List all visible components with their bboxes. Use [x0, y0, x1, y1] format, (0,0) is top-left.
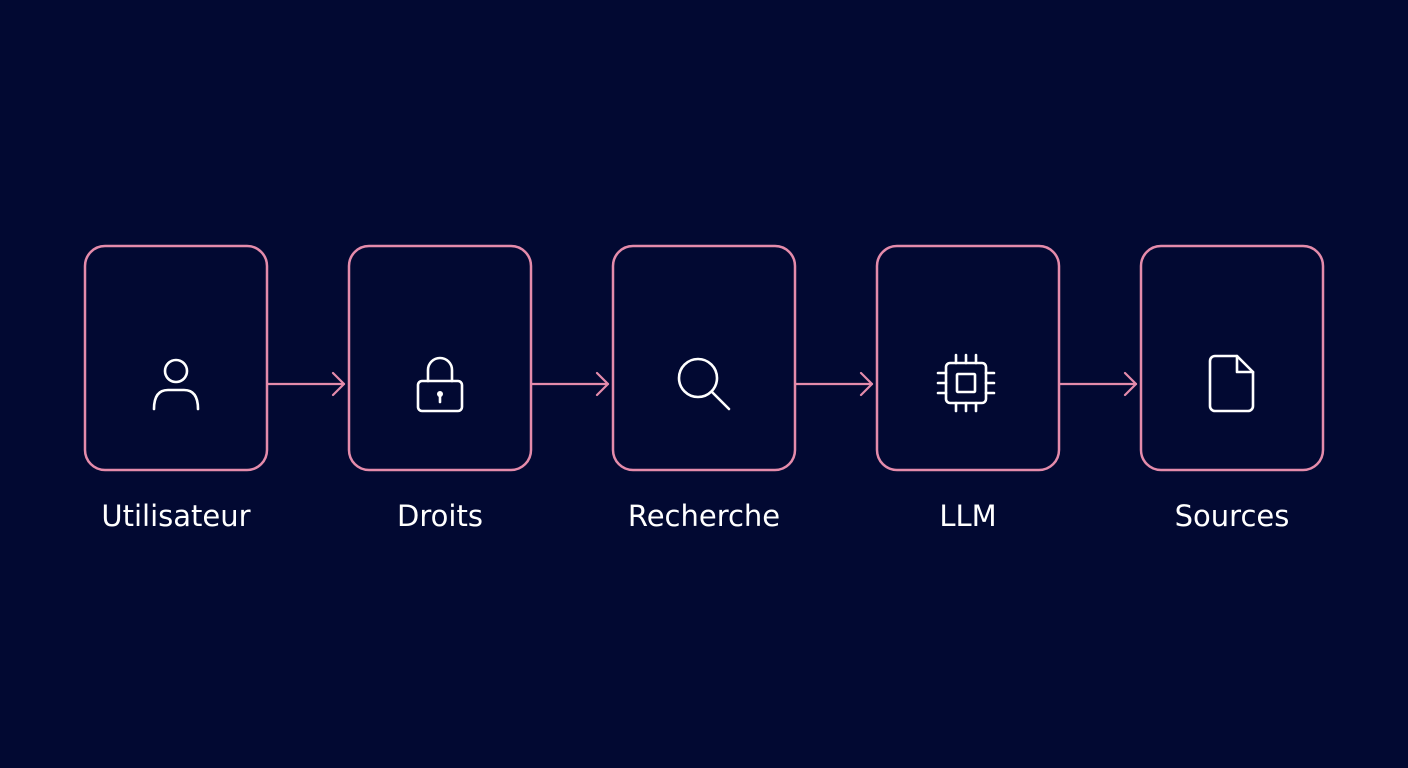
node-label-utilisateur: Utilisateur — [101, 499, 250, 533]
node-box-utilisateur — [83, 244, 269, 472]
node-label-sources: Sources — [1175, 499, 1290, 533]
node-label-recherche: Recherche — [628, 499, 780, 533]
document-icon — [1208, 354, 1255, 413]
node-sources: Sources — [1139, 244, 1325, 533]
node-recherche: Recherche — [611, 244, 797, 533]
node-label-llm: LLM — [939, 499, 996, 533]
node-utilisateur: Utilisateur — [83, 244, 269, 533]
node-box-droits — [347, 244, 533, 472]
arrow-utilisateur-droits — [266, 371, 346, 397]
user-icon — [152, 358, 200, 411]
arrow-recherche-llm — [794, 371, 874, 397]
node-label-droits: Droits — [397, 499, 483, 533]
lock-icon — [416, 356, 464, 413]
search-icon — [677, 357, 731, 411]
node-box-llm — [875, 244, 1061, 472]
node-box-sources — [1139, 244, 1325, 472]
chip-icon — [936, 353, 996, 413]
arrow-llm-sources — [1058, 371, 1138, 397]
node-box-recherche — [611, 244, 797, 472]
node-droits: Droits — [347, 244, 533, 533]
arrow-droits-recherche — [530, 371, 610, 397]
node-llm: LLM — [875, 244, 1061, 533]
